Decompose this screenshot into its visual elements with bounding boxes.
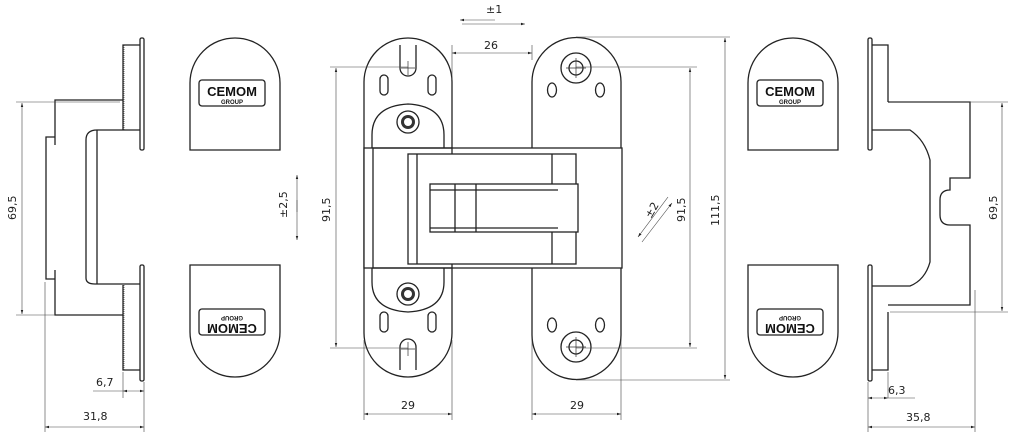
dim-right-depth: 35,8: [906, 411, 931, 424]
right-dimensions: 69,5 6,3 35,8: [867, 101, 1008, 432]
dim-left-flange: 6,7: [96, 376, 114, 389]
dim-total-height: 111,5: [709, 195, 722, 227]
dim-left-holes: 91,5: [320, 198, 333, 223]
vertical-adjust-indicator: ±2,5: [277, 175, 299, 240]
brand-logo-inverted: CEMOM: [207, 321, 257, 336]
dim-left-height: 69,5: [6, 196, 19, 221]
dim-right-flange: 6,3: [888, 384, 906, 397]
right-cover-bottom: CEMOM GROUP: [747, 264, 839, 378]
brand-logo-sub-right-inverted: GROUP: [779, 314, 801, 320]
right-side-profile: [867, 37, 971, 382]
brand-logo-sub-right: GROUP: [779, 100, 801, 106]
right-cover-top: CEMOM GROUP: [747, 37, 839, 151]
dim-left-depth: 31,8: [83, 410, 108, 423]
dim-gap: 26: [484, 39, 498, 52]
left-cover-bottom: CEMOM GROUP: [189, 264, 281, 378]
brand-logo-right: CEMOM: [765, 84, 815, 99]
brand-logo-right-inverted: CEMOM: [765, 321, 815, 336]
brand-logo-sub-inverted: GROUP: [221, 314, 243, 320]
dim-left-leaf-width: 29: [401, 399, 415, 412]
brand-logo: CEMOM: [207, 84, 257, 99]
left-dimensions: 69,5 6,7 31,8: [6, 101, 145, 432]
dim-right-leaf-width: 29: [570, 399, 584, 412]
dim-depth-adjust: ±2: [642, 200, 661, 221]
dim-right-height: 69,5: [987, 196, 1000, 221]
brand-logo-sub: GROUP: [221, 100, 243, 106]
dim-vertical-adjust: ±2,5: [277, 191, 290, 218]
dim-lateral-adjust: ±1: [486, 3, 502, 16]
left-side-profile: [45, 37, 145, 382]
hinge-dimensions: ±1 26 91,5 29 29 ±2 91,5 111,5: [320, 3, 730, 420]
dim-right-holes: 91,5: [675, 198, 688, 223]
hinge-front-view: [363, 36, 623, 381]
left-cover-top: CEMOM GROUP: [189, 37, 281, 151]
